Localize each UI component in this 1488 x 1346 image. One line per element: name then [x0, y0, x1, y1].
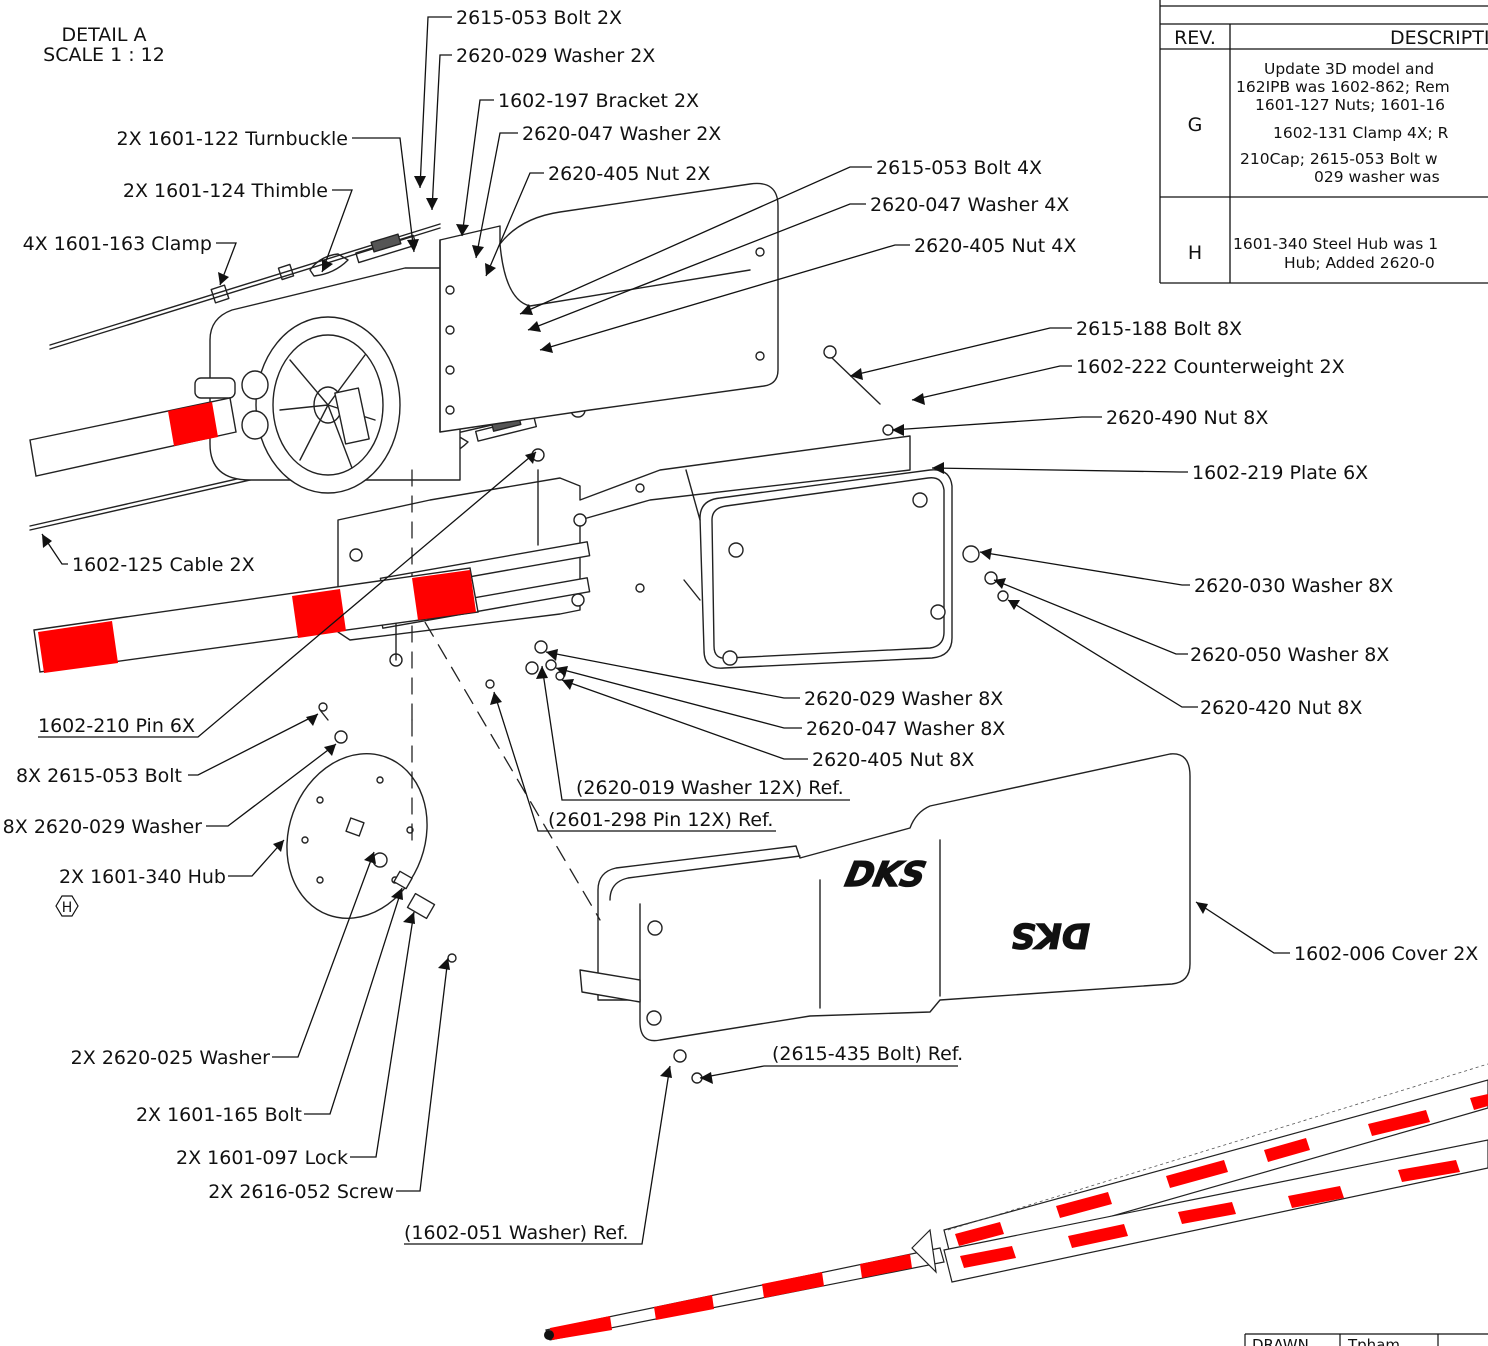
- lower-hardware: [389, 448, 565, 689]
- revision-table: [1159, 0, 1488, 284]
- callout-bolt-2615-435-ref: (2615-435 Bolt) Ref.: [772, 1043, 963, 1065]
- title-block: [1244, 1333, 1488, 1346]
- title-block-drawn-label: DRAWN: [1252, 1336, 1309, 1346]
- cover: [579, 753, 1191, 1084]
- callout-bolt-1601-165: 2X 1601-165 Bolt: [136, 1104, 302, 1126]
- callout-counterweight: 1602-222 Counterweight 2X: [1076, 356, 1345, 378]
- rev-h-letter: H: [1188, 242, 1202, 264]
- callout-washer-1602-051-ref: (1602-051 Washer) Ref.: [404, 1222, 628, 1244]
- loose-hub-disc: [286, 702, 428, 919]
- revision-tag: H: [55, 895, 79, 917]
- callout-clamp-1601-163: 4X 1601-163 Clamp: [23, 233, 212, 255]
- callout-washer-2620-047-4x: 2620-047 Washer 4X: [870, 194, 1069, 216]
- callout-washer-2620-030: 2620-030 Washer 8X: [1194, 575, 1393, 597]
- rev-header: REV.: [1174, 27, 1216, 49]
- logo-bottom: DKS: [1011, 915, 1090, 955]
- upper-cable-assembly: [49, 223, 441, 350]
- revision-tag-letter: H: [62, 900, 73, 916]
- callout-washer-2620-029-8x-left: 8X 2620-029 Washer: [3, 816, 203, 838]
- callout-washer-2620-050: 2620-050 Washer 8X: [1190, 644, 1389, 666]
- callout-nut-2620-420: 2620-420 Nut 8X: [1200, 697, 1362, 719]
- rev-g-line-3: 1601-127 Nuts; 1601-16: [1255, 96, 1445, 114]
- callout-thimble: 2X 1601-124 Thimble: [123, 180, 328, 202]
- callout-washer-2620-029-2x: 2620-029 Washer 2X: [456, 45, 655, 67]
- callout-hub-1601-340: 2X 1601-340 Hub: [59, 866, 226, 888]
- detail-title: DETAIL A: [62, 24, 147, 46]
- callout-washer-2620-047-2x: 2620-047 Washer 2X: [522, 123, 721, 145]
- rev-h-line-1: 1601-340 Steel Hub was 1: [1233, 235, 1438, 253]
- leader-lines: [38, 16, 1290, 1245]
- callout-cable-1602-125: 1602-125 Cable 2X: [72, 554, 255, 576]
- callout-nut-2620-405-8x: 2620-405 Nut 8X: [812, 749, 974, 771]
- callout-bolt-2615-053-2x: 2615-053 Bolt 2X: [456, 7, 622, 29]
- detail-scale: SCALE 1 : 12: [43, 44, 165, 66]
- callout-plate-1602-219: 1602-219 Plate 6X: [1192, 462, 1368, 484]
- rev-h-line-2: Hub; Added 2620-0: [1284, 254, 1435, 272]
- callout-washer-2620-047-8x: 2620-047 Washer 8X: [806, 718, 1005, 740]
- callout-nut-2620-405-2x: 2620-405 Nut 2X: [548, 163, 710, 185]
- callout-bracket-1602-197: 1602-197 Bracket 2X: [498, 90, 699, 112]
- rev-g-line-4: 1602-131 Clamp 4X; R: [1273, 124, 1449, 142]
- rev-g-line-6: 029 washer was: [1314, 168, 1440, 186]
- rev-g-line-2: 162IPB was 1602-862; Rem: [1236, 78, 1450, 96]
- callout-bolt-2615-053-4x: 2615-053 Bolt 4X: [876, 157, 1042, 179]
- callout-cover-1602-006: 1602-006 Cover 2X: [1294, 943, 1478, 965]
- callout-pin-2601-298-ref: (2601-298 Pin 12X) Ref.: [548, 809, 773, 831]
- counterweight-stack: [683, 345, 953, 669]
- callout-nut-2620-490: 2620-490 Nut 8X: [1106, 407, 1268, 429]
- callout-lock-1601-097: 2X 1601-097 Lock: [176, 1147, 348, 1169]
- callout-turnbuckle: 2X 1601-122 Turnbuckle: [117, 128, 348, 150]
- rev-g-line-5: 210Cap; 2615-053 Bolt w: [1240, 150, 1438, 168]
- callout-bolt-2615-188: 2615-188 Bolt 8X: [1076, 318, 1242, 340]
- hub-wheel-in-housing: [194, 316, 401, 494]
- callout-pin-1602-210: 1602-210 Pin 6X: [38, 715, 195, 737]
- callout-screw-2616-052: 2X 2616-052 Screw: [208, 1181, 394, 1203]
- callout-bolt-2615-053-8x: 8X 2615-053 Bolt: [16, 765, 182, 787]
- callout-washer-2620-025: 2X 2620-025 Washer: [71, 1047, 271, 1069]
- callout-nut-2620-405-4x: 2620-405 Nut 4X: [914, 235, 1076, 257]
- upper-gate-arm: [29, 397, 237, 477]
- callout-labels: 2615-053 Bolt 2X 2620-029 Washer 2X 1602…: [3, 7, 1479, 1244]
- centerlines: [411, 469, 601, 921]
- arrowheads: [42, 176, 1208, 1084]
- description-header: DESCRIPTI: [1390, 27, 1488, 49]
- barrier-iso-view: [544, 1063, 1488, 1341]
- callout-washer-2620-029-8x: 2620-029 Washer 8X: [804, 688, 1003, 710]
- rev-g-letter: G: [1188, 114, 1203, 136]
- logo-top: DKS: [842, 855, 929, 895]
- title-block-drawn-value: Tpham: [1347, 1336, 1400, 1346]
- callout-washer-2620-019-ref: (2620-019 Washer 12X) Ref.: [576, 777, 844, 799]
- right-hardware: [882, 424, 1009, 602]
- rev-g-line-1: Update 3D model and: [1264, 60, 1434, 78]
- hub-fasteners: [393, 870, 457, 963]
